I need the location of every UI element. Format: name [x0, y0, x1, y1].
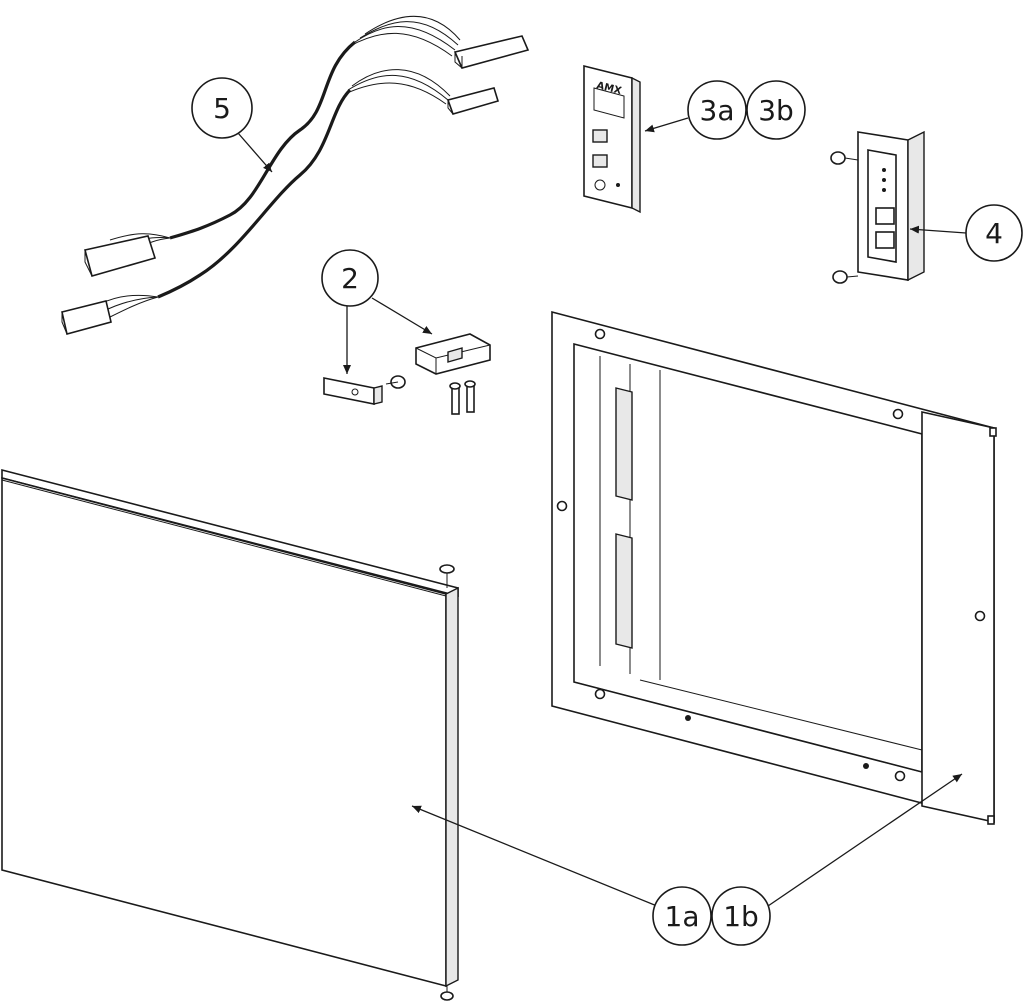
clamp-screw-left	[449, 382, 461, 415]
leader-4	[909, 225, 967, 234]
callout-2-label: 2	[341, 262, 359, 295]
board-led	[616, 183, 620, 187]
control-board-part: AMX	[583, 64, 641, 214]
leader-lines	[237, 117, 967, 907]
module-screw-bottom	[832, 270, 859, 284]
frame-slot-upper	[615, 387, 633, 501]
board-terminal-1	[592, 129, 608, 143]
callout-3b-label: 3b	[758, 94, 794, 127]
network-module-part	[830, 130, 925, 284]
frame-mounting-holes	[556, 328, 986, 782]
harness-connector-bottom-2	[61, 300, 112, 335]
leader-2b	[371, 297, 433, 335]
callout-2: 2	[321, 249, 379, 307]
harness-connector-bottom-1	[84, 235, 157, 277]
callout-1b: 1b	[711, 886, 771, 946]
clamp-part	[415, 333, 491, 415]
front-panel-cover	[1, 468, 459, 1001]
callout-1a: 1a	[652, 886, 712, 946]
harness-cable-1	[169, 40, 357, 240]
leader-5	[237, 132, 273, 173]
cover-pin-top	[439, 564, 455, 588]
frame-slot-lower	[615, 533, 633, 649]
callout-5: 5	[191, 77, 253, 139]
callout-4: 4	[965, 204, 1023, 262]
leader-1a	[411, 805, 658, 907]
harness-connector-top-1	[453, 35, 530, 69]
frame-edge-tabs	[987, 427, 997, 825]
callout-3b: 3b	[746, 80, 806, 140]
cover-pin-bottom	[440, 986, 454, 1001]
harness-connector-top-2	[446, 87, 500, 115]
wire-harness-part	[61, 15, 530, 335]
module-screw-top	[830, 151, 859, 165]
latch-part	[323, 375, 406, 405]
network-port-2	[875, 231, 895, 249]
back-box-frame	[551, 310, 997, 825]
callout-3a: 3a	[687, 80, 747, 140]
callout-3a-label: 3a	[700, 94, 735, 127]
callout-1a-label: 1a	[665, 900, 700, 933]
module-indicator-leds	[882, 168, 886, 192]
latch-screw	[385, 375, 406, 389]
leader-3	[644, 117, 689, 133]
board-terminal-2	[592, 154, 608, 168]
callout-4-label: 4	[985, 217, 1003, 250]
board-knob	[594, 179, 606, 191]
network-port-1	[875, 207, 895, 225]
board-display	[593, 87, 625, 119]
clamp-screw-right	[464, 380, 476, 413]
harness-fan-wires-top	[344, 15, 461, 105]
callout-5-label: 5	[213, 92, 231, 125]
harness-cable-2	[157, 88, 352, 299]
callout-1b-label: 1b	[723, 900, 759, 933]
leader-1b	[767, 773, 963, 907]
